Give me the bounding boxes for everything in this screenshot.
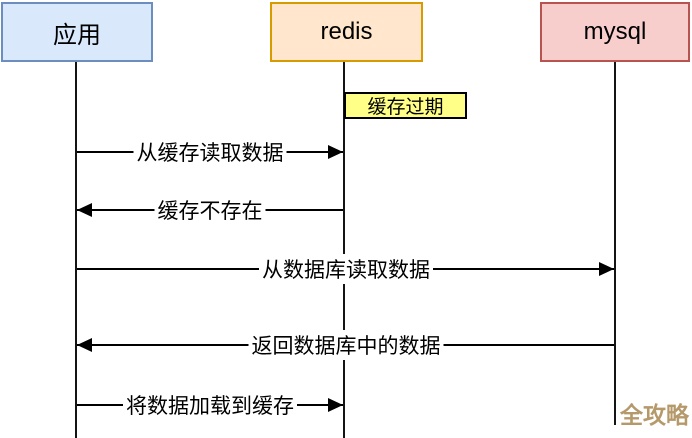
message-3-label: 从数据库读取数据 <box>259 254 433 284</box>
message-5-label: 将数据加载到缓存 <box>123 390 297 420</box>
actor-label-app: 应用 <box>53 21 101 49</box>
arrowhead-left-icon <box>77 338 92 352</box>
actor-box-mysql: mysql <box>540 2 690 62</box>
message-2-label: 缓存不存在 <box>154 195 266 225</box>
actor-box-redis: redis <box>270 2 423 62</box>
arrowhead-right-icon <box>328 145 343 159</box>
arrowhead-left-icon <box>77 203 92 217</box>
actor-label-redis: redis <box>320 18 373 45</box>
arrowhead-right-icon <box>599 262 614 276</box>
arrowhead-right-icon <box>328 398 343 412</box>
message-4-label: 返回数据库中的数据 <box>248 330 444 360</box>
message-1-label: 从缓存读取数据 <box>133 137 287 167</box>
watermark: 全攻略 <box>620 402 689 428</box>
note-label: 缓存过期 <box>367 97 444 118</box>
actor-label-mysql: mysql <box>583 18 647 45</box>
actor-box-app: 应用 <box>1 2 153 62</box>
lifeline-redis <box>343 61 345 438</box>
note-cache-expired: 缓存过期 <box>344 92 467 119</box>
lifeline-mysql <box>614 61 616 425</box>
lifeline-app <box>75 61 77 438</box>
